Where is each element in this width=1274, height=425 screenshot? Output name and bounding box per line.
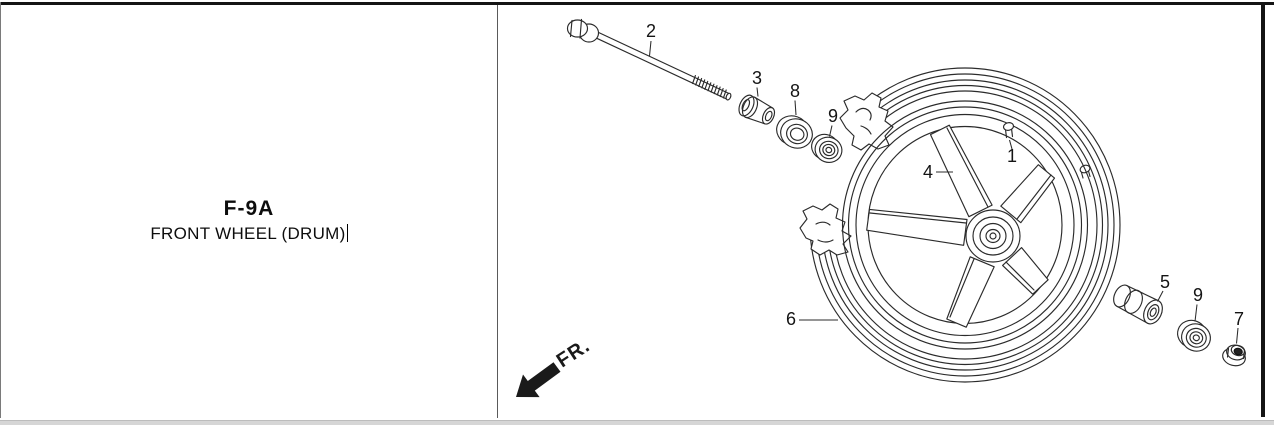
- leader-1: [1008, 139, 1013, 150]
- axle-bolt: [566, 18, 732, 101]
- callout-1-valve: 1: [1007, 146, 1017, 166]
- spokes: [866, 124, 1056, 328]
- leader-lines: [648, 40, 1239, 344]
- leader-8: [794, 100, 797, 116]
- front-collar: [738, 94, 776, 125]
- section-code: F-9A: [223, 197, 275, 220]
- callout-2-axle: 2: [646, 21, 656, 41]
- callout-3-collar: 3: [752, 68, 762, 88]
- fr-arrow-icon: [516, 362, 561, 398]
- panel-divider: [497, 5, 498, 418]
- leader-7: [1235, 327, 1239, 344]
- valve-stem: [1002, 122, 1015, 139]
- callout-9-bearing-left: 9: [828, 106, 838, 126]
- flange-nut: [1222, 344, 1246, 367]
- left-border: [0, 2, 1, 418]
- fr-label: FR.: [553, 335, 595, 373]
- axle-threads: [692, 75, 727, 99]
- bearing-right: [1177, 319, 1211, 352]
- callout-5-side-collar: 5: [1160, 272, 1170, 292]
- axle-hex-head: [566, 19, 589, 38]
- callouts: 1 2 3 4 5 6 7 8 9 9: [646, 21, 1244, 329]
- section-title-cell[interactable]: F-9A FRONT WHEEL (DRUM): [1, 5, 497, 418]
- rim-clip: [1079, 164, 1091, 179]
- dust-seal: [776, 115, 813, 149]
- hub: [965, 209, 1021, 263]
- tire-break-lower: [799, 203, 852, 256]
- bottom-strip: [0, 420, 1274, 425]
- leader-9-right: [1194, 304, 1198, 322]
- leader-5: [1157, 290, 1164, 302]
- title-block: F-9A FRONT WHEEL (DRUM): [1, 197, 497, 244]
- callout-9-bearing-right: 9: [1193, 285, 1203, 305]
- callout-7-nut: 7: [1234, 309, 1244, 329]
- callout-4-tire: 4: [923, 162, 933, 182]
- leader-3: [756, 87, 759, 97]
- leader-9-left: [828, 125, 833, 137]
- side-collar: [1113, 284, 1163, 325]
- wheel-assembly: [799, 67, 1121, 383]
- nut-center-hole: [1233, 347, 1243, 356]
- leader-2: [648, 40, 652, 57]
- bearing-left: [811, 133, 843, 163]
- section-title-text: FRONT WHEEL (DRUM): [150, 224, 346, 243]
- top-border: [0, 2, 1274, 5]
- section-title: FRONT WHEEL (DRUM): [1, 224, 497, 244]
- text-cursor: [346, 224, 348, 242]
- callout-6-wheel: 6: [786, 309, 796, 329]
- callout-8-seal: 8: [790, 81, 800, 101]
- fr-direction: FR.: [516, 335, 594, 398]
- right-border: [1261, 2, 1265, 417]
